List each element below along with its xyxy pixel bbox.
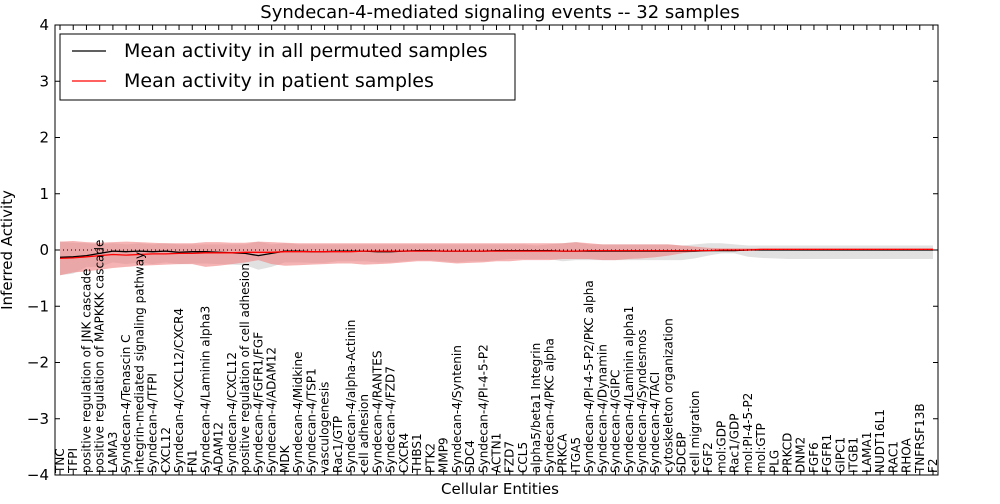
- x-tick-label: PRKCA: [556, 433, 570, 473]
- legend-label-patient: Mean activity in patient samples: [124, 70, 434, 92]
- y-tick-label: 2: [39, 129, 49, 147]
- x-tick-label: TNC: [53, 448, 67, 474]
- patient-mean-line: [59, 248, 933, 260]
- patient-band: [60, 241, 933, 276]
- x-tick-label: LAMA1: [860, 432, 874, 473]
- x-tick-label: Syndecan-4/CXCL12: [225, 352, 239, 473]
- y-tick-label: −1: [27, 297, 49, 315]
- x-tick-label: TFPI: [66, 448, 80, 474]
- x-tick-label: TNFRSF13B: [913, 403, 927, 474]
- x-tick-label: ACTN1: [490, 433, 504, 473]
- x-tick-label: LAMA3: [106, 432, 120, 473]
- x-tick-label: Syndecan-4/PI-4-5-P2/PKC alpha: [582, 280, 596, 473]
- x-tick-label: positive regulation of JNK cascade: [80, 269, 94, 473]
- legend: Mean activity in all permuted samples Me…: [59, 33, 516, 101]
- x-tick-label: Syndecan-4/GIPC: [609, 370, 623, 473]
- x-tick-label: NUDT16L1: [873, 409, 887, 473]
- x-tick-label: FGF2: [701, 442, 715, 473]
- y-tick-label: 4: [39, 16, 49, 34]
- x-tick-label: Syndecan-4/CXCL12/CXCR4: [172, 308, 186, 473]
- x-axis-label: Cellular Entities: [441, 480, 559, 498]
- x-tick-label: mol:PI-4-5-P2: [741, 393, 755, 473]
- x-tick-label: SDCBP: [675, 432, 689, 473]
- x-tick-label: Syndecan-4/PKC alpha: [542, 338, 556, 473]
- legend-label-permuted: Mean activity in all permuted samples: [124, 40, 487, 62]
- x-tick-label: Rac1/GDP: [728, 414, 742, 473]
- x-tick-label: DNM2: [794, 437, 808, 473]
- x-tick-label: mol:GDP: [714, 421, 728, 473]
- x-tick-label: Syndecan-4/alpha-Actinin: [344, 320, 358, 473]
- x-tick-label: Syndecan-4/TSP1: [304, 368, 318, 473]
- y-tick-label: 3: [39, 72, 49, 90]
- x-tick-label: RHOA: [900, 437, 914, 473]
- x-tick-label: FGFR1: [820, 434, 834, 473]
- x-tick-label: THBS1: [410, 433, 424, 474]
- x-tick-label: integrin-mediated signaling pathway: [132, 252, 146, 473]
- x-tick-label: Syndecan-4/TACI: [648, 372, 662, 473]
- x-tick-label: vasculogenesis: [318, 382, 332, 473]
- x-tick-label: CXCL12: [159, 427, 173, 473]
- x-tick-label: MMP9: [437, 437, 451, 473]
- x-tick-label: Syndecan-4/Syndesmos: [635, 329, 649, 473]
- y-tick-label: −2: [27, 354, 49, 372]
- x-tick-label: Syndecan-4/FGFR1/FGF: [251, 332, 265, 473]
- x-tick-label: alpha5/beta1 Integrin: [529, 343, 543, 473]
- x-tick-label: ITGA5: [569, 437, 583, 473]
- y-tick-label: 1: [39, 185, 49, 203]
- x-tick-label: cell migration: [688, 391, 702, 473]
- x-tick-label: Syndecan-4/Laminin alpha1: [622, 306, 636, 473]
- x-tick-label: Syndecan-4/FZD7: [384, 366, 398, 473]
- y-axis-label: Inferred Activity: [0, 190, 16, 310]
- x-tick-label: Syndecan-4/ADAM12: [265, 347, 279, 473]
- x-tick-label: Rac1/GTP: [331, 416, 345, 473]
- x-tick-label: FN1: [185, 449, 199, 473]
- x-tick-label: positive regulation of cell adhesion: [238, 263, 252, 473]
- chart-title: Syndecan-4-mediated signaling events -- …: [260, 2, 739, 23]
- x-tick-label: Syndecan-4/Dynamin: [595, 344, 609, 473]
- x-tick-label: Syndecan-4/Laminin alpha3: [199, 306, 213, 473]
- x-tick-label: cytoskeleton organization: [662, 318, 676, 473]
- x-tick-label: mol:GTP: [754, 423, 768, 473]
- x-tick-label: Syndecan-4/Midkine: [291, 352, 305, 473]
- x-tick-label: CCL5: [516, 442, 530, 473]
- y-tick-label: 0: [39, 241, 49, 259]
- legend-box: [59, 33, 516, 101]
- x-tick-label: FGF6: [807, 442, 821, 473]
- x-tick-label: CXCR4: [397, 433, 411, 473]
- x-tick-label: Syndecan-4/TFPI: [146, 373, 160, 473]
- x-tick-label: Syndecan-4/RANTES: [371, 351, 385, 473]
- x-tick-label: cell adhesion: [357, 394, 371, 473]
- x-tick-label: ADAM12: [212, 422, 226, 473]
- x-tick-label: PRKCD: [781, 433, 795, 473]
- y-tick-label: −4: [27, 466, 49, 484]
- x-tick-label: Syndecan-4/Syntenin: [450, 345, 464, 473]
- x-tick-label: MDK: [278, 444, 292, 473]
- y-tick-label: −3: [27, 410, 49, 428]
- x-tick-label: Syndecan-4/PI-4-5-P2: [476, 344, 490, 473]
- x-tick-label: RAC1: [886, 441, 900, 473]
- x-tick-label: positive regulation of MAPKKK cascade: [93, 240, 107, 473]
- x-tick-label: GIPC1: [833, 437, 847, 473]
- x-tick-label: F2: [926, 458, 940, 473]
- x-tick-label: SDC4: [463, 440, 477, 473]
- x-tick-label: ITGB1: [847, 437, 861, 473]
- x-tick-label: Syndecan-4/Tenascin C: [119, 334, 133, 473]
- x-tick-label: PLG: [767, 450, 781, 473]
- x-tick-label: FZD7: [503, 441, 517, 473]
- x-tick-label: PTK2: [423, 443, 437, 473]
